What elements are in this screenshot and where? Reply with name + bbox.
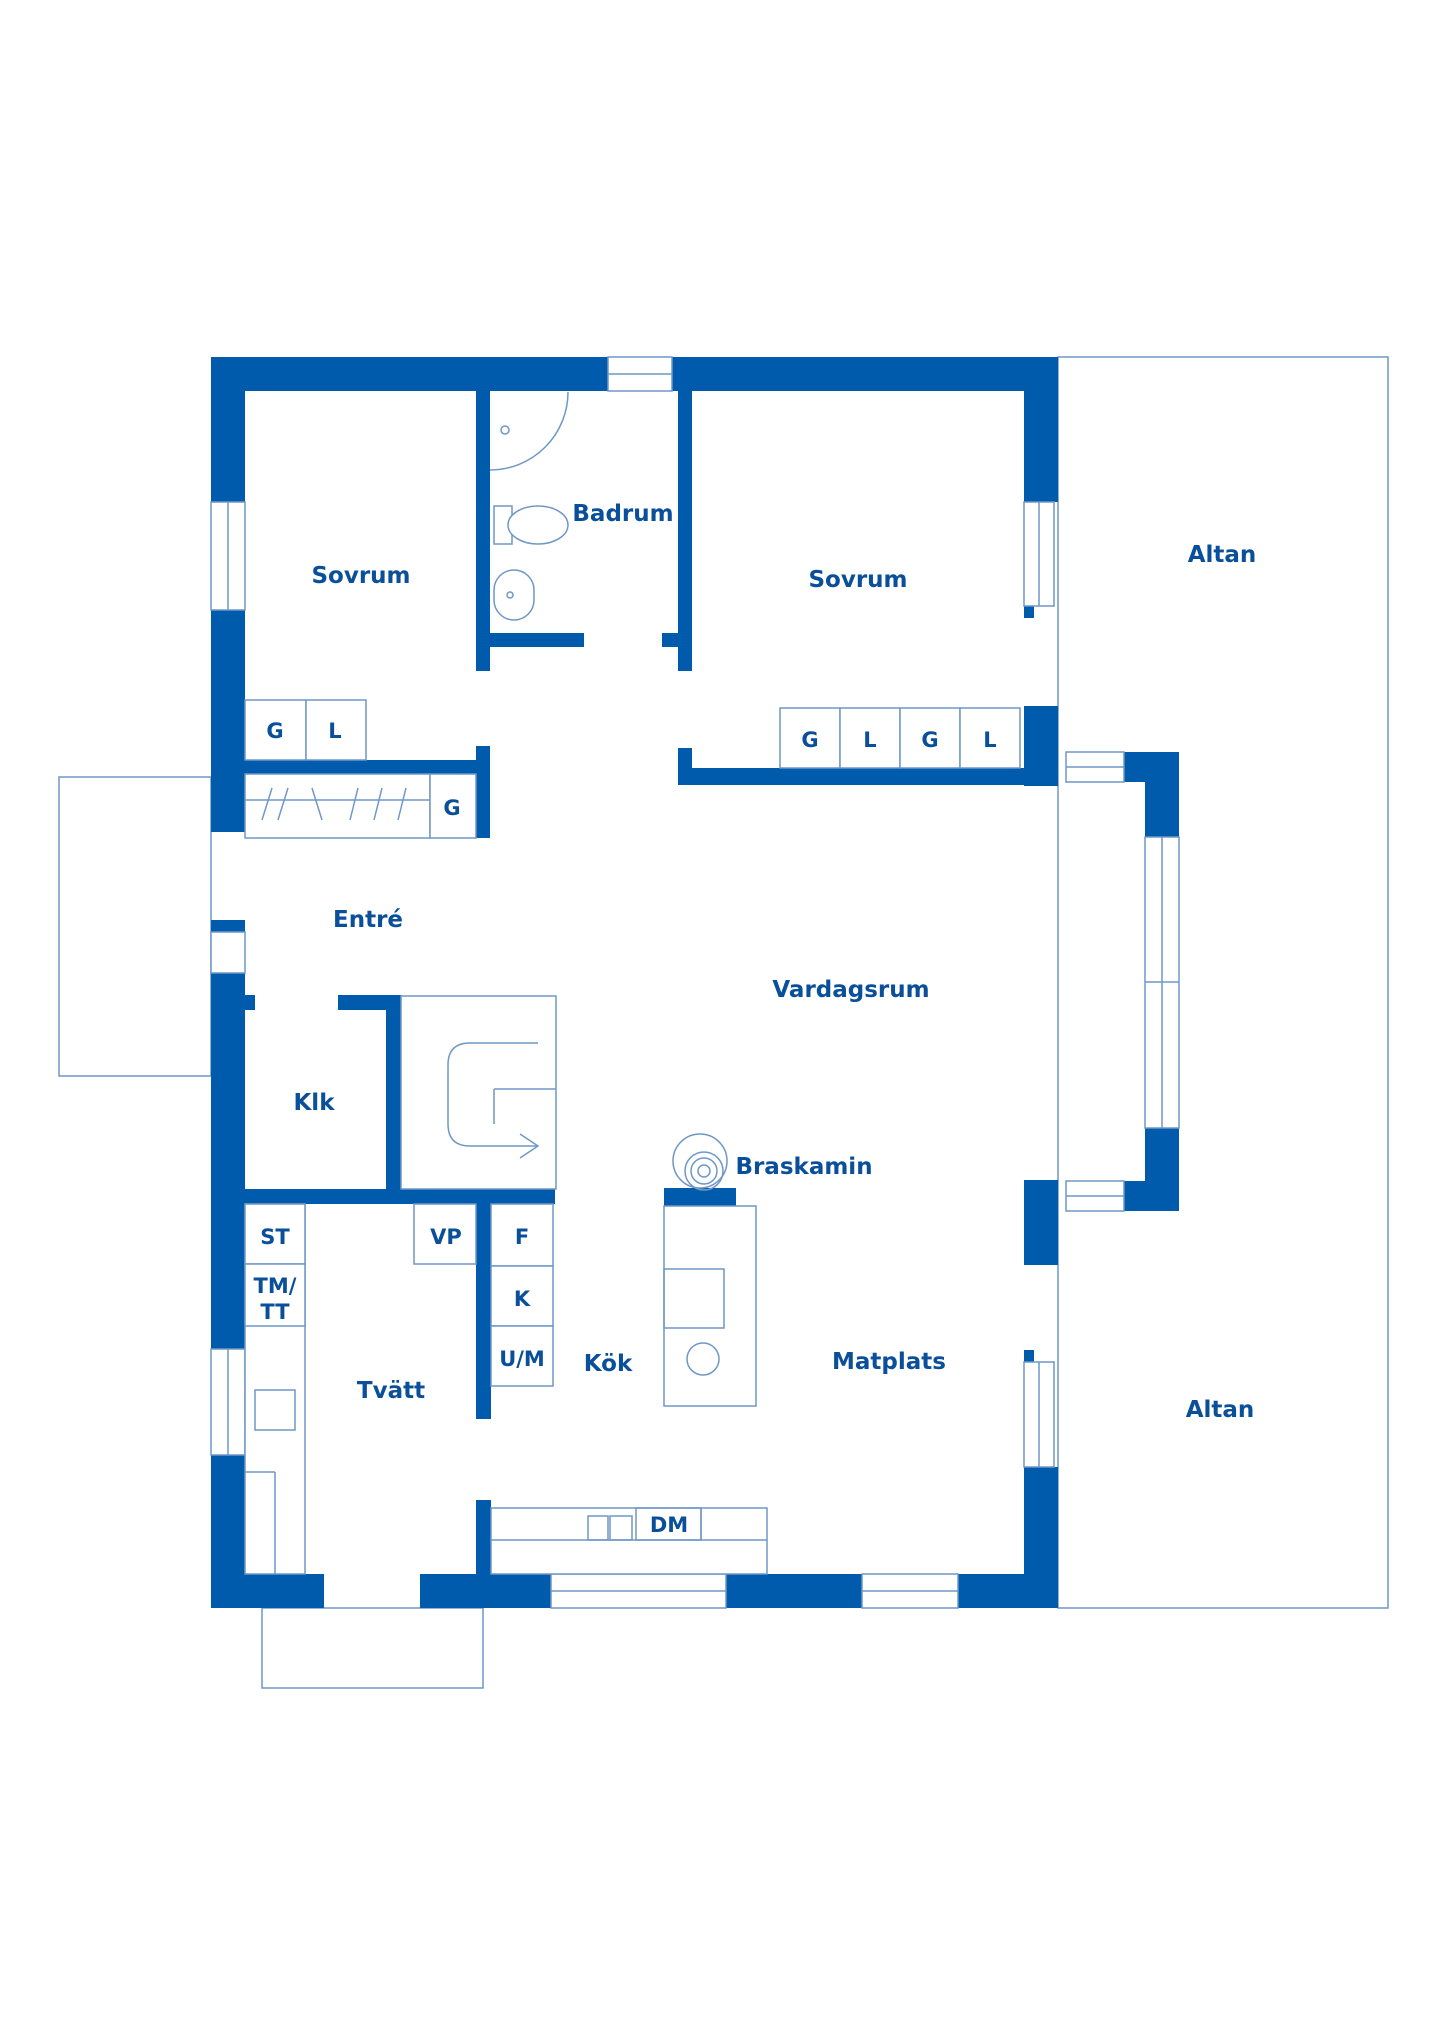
wall-right-2 [1024,606,1034,618]
label-vardagsrum: Vardagsrum [772,977,929,1003]
bathroom-fixtures [489,391,569,621]
kitchen-fixtures [490,1203,768,1575]
wall-hall-closet-right [476,746,490,838]
room-labels: Sovrum Badrum Sovrum Altan Entré Vardags… [293,501,1256,1423]
code-left-g: G [266,719,283,743]
code-hall-g: G [443,796,460,820]
wall-right-1 [1024,357,1058,502]
label-sovrum-left: Sovrum [311,563,410,589]
dryer-st [244,1203,306,1265]
hanger-marks [261,787,407,821]
laundry-fixtures [244,1203,477,1575]
wall-bathroom-right [678,391,692,671]
wardrobe-right-l1 [839,707,901,769]
wall-bathroom-left [476,391,490,671]
laundry-steps-outline [261,1607,484,1689]
label-tvatt: Tvätt [357,1378,425,1404]
stove-icon [663,1268,725,1329]
code-right-g1: G [801,728,818,752]
code-k: K [514,1287,531,1311]
code-vp: VP [430,1225,462,1249]
label-entre: Entré [333,907,403,933]
wall-left-1 [211,357,245,502]
label-kok: Kök [584,1351,633,1377]
stair [400,995,557,1190]
wall-klk-right [386,995,401,1195]
oven-um [490,1325,554,1387]
wall-top-left [211,357,608,391]
wall-bottom-3 [726,1574,862,1608]
wardrobe-right-g1 [779,707,841,769]
hall-wardrobe [244,773,431,839]
label-altan-bottom: Altan [1186,1397,1255,1423]
wall-sovrum-right-stub [678,748,692,785]
kitchen-island [663,1205,757,1407]
wardrobe-right-l2 [959,707,1021,769]
wall-top-right [672,357,1058,391]
code-right-l2: L [983,728,996,752]
windows [210,356,1180,1609]
code-left-l: L [328,719,341,743]
code-dm: DM [650,1513,688,1537]
window-left-entre [210,931,246,974]
code-labels: G L G L G L G ST TM/ TT VP F K U/M DM [254,719,997,1537]
altan-outline [1057,356,1389,1609]
label-sovrum-right: Sovrum [808,567,907,593]
sink-bowl-icon [686,1342,720,1376]
code-right-l1: L [863,728,876,752]
toilet-icon [493,505,569,545]
wall-tvatt-top [245,1189,555,1204]
code-right-g2: G [921,728,938,752]
fireplace-hearth [664,1188,736,1206]
counter-sink-right [609,1515,633,1541]
code-tm-line1: TM/ [254,1274,297,1298]
wall-sovrum-left-bottom [245,760,485,774]
entrance-porch-outline [58,776,212,1077]
laundry-sink [254,1389,296,1431]
bay-wall-side-top [1145,752,1179,837]
counter-sink-left [587,1515,609,1541]
wardrobe-right-g2 [899,707,961,769]
fireplace-icon [672,1133,728,1191]
label-klk: Klk [293,1090,335,1116]
wall-left-4 [211,973,245,1349]
wall-right-4 [1024,1180,1058,1265]
code-st: ST [260,1225,290,1249]
shower-icon [489,391,569,471]
bay-wall-bottom [1124,1181,1179,1211]
wall-bottom-1 [211,1574,324,1608]
wall-kitchen-bottom-stub [476,1500,491,1574]
wall-right-6 [1024,1467,1058,1608]
wall-left-3 [211,920,245,932]
label-badrum: Badrum [572,501,673,527]
label-altan-top: Altan [1188,542,1257,568]
hall-closet-g [429,773,477,839]
storage-units [244,699,1021,839]
code-f: F [515,1225,529,1249]
heatpump-vp [413,1203,477,1265]
sink-icon [493,569,535,621]
wall-left-2 [211,610,245,832]
wall-sovrum-right-bottom [678,768,1058,785]
code-tm-line2: TT [260,1300,290,1324]
label-matplats: Matplats [832,1349,946,1375]
code-um: U/M [499,1347,545,1371]
wall-bottom-2 [420,1574,551,1608]
walls [211,357,1179,1608]
washer-tm-tt [244,1263,306,1327]
label-braskamin: Braskamin [735,1154,872,1180]
wall-klk-top [338,995,400,1010]
kitchen-counter-bottom [490,1507,768,1575]
wardrobe-left-l [305,699,367,761]
dishwasher-dm [635,1507,702,1541]
wall-tvatt-right [476,1204,491,1419]
wall-klk-stub [245,995,255,1010]
wall-bathroom-bottom-stub [662,633,678,647]
fridge-f [490,1203,554,1267]
stair-arrow-icon [519,1133,540,1159]
wall-right-5 [1024,1350,1034,1362]
wall-bathroom-bottom [490,633,584,647]
